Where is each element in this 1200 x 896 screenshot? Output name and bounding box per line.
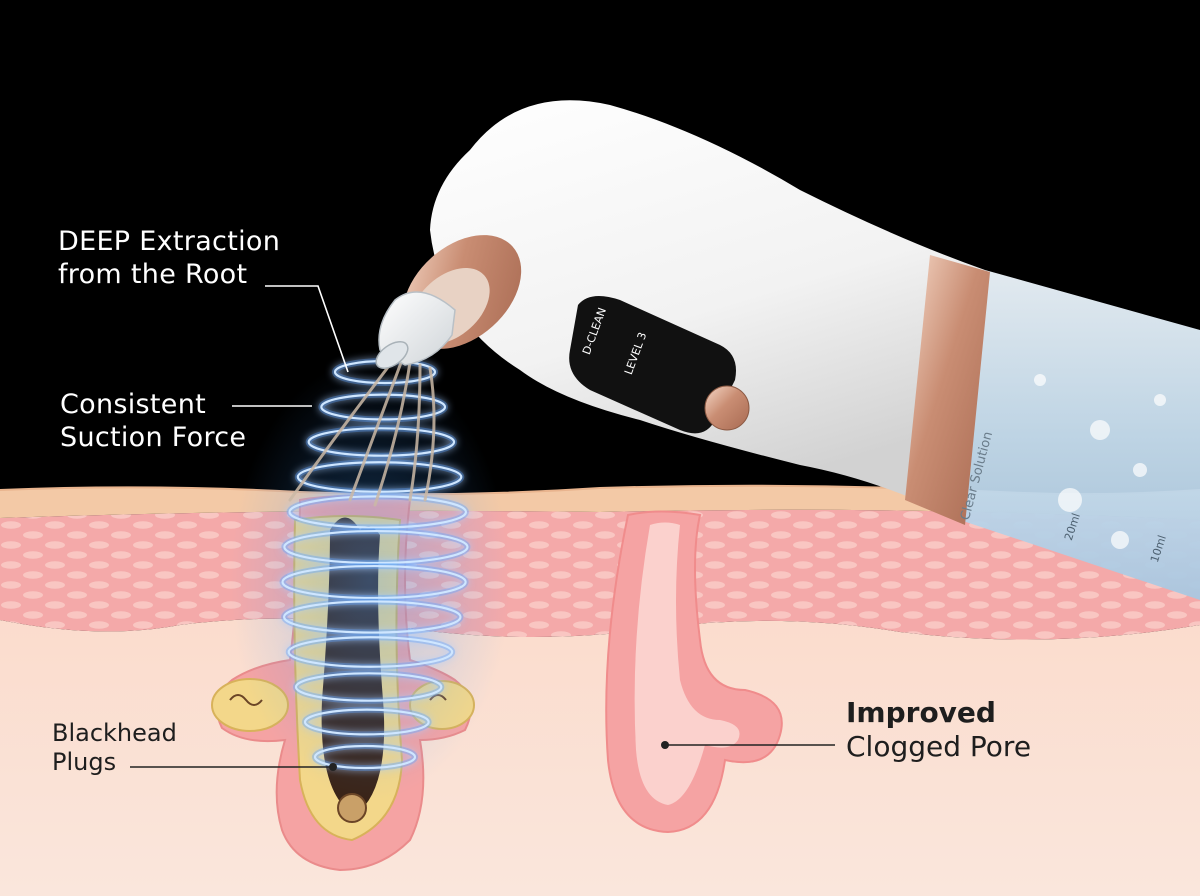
coil-ring bbox=[303, 708, 430, 736]
label-improved-pore: Improved Clogged Pore bbox=[846, 696, 1031, 764]
label-suction-force: Consistent Suction Force bbox=[60, 389, 246, 455]
pore-vacuum-device bbox=[375, 100, 1200, 600]
label-deep-line2: from the Root bbox=[58, 258, 248, 290]
device-body bbox=[430, 100, 985, 520]
label-blackhead-line1: Blackhead bbox=[52, 719, 177, 747]
leader-lines bbox=[130, 285, 835, 771]
coil-ring bbox=[282, 600, 462, 634]
label-suction-line1: Consistent bbox=[60, 389, 207, 420]
label-blackhead-line2: Plugs bbox=[52, 748, 117, 777]
suction-coil bbox=[279, 358, 471, 771]
power-button[interactable] bbox=[704, 385, 750, 431]
coil-ring bbox=[307, 427, 456, 457]
rose-gold-band bbox=[905, 255, 990, 525]
coil-ring bbox=[283, 529, 469, 565]
coil-ring bbox=[281, 564, 467, 600]
extraction-strands bbox=[288, 356, 436, 507]
control-panel bbox=[569, 296, 736, 434]
coil-ring bbox=[320, 393, 447, 421]
label-deep-extraction: DEEP Extraction from the Root bbox=[58, 226, 280, 292]
water-tank bbox=[960, 270, 1200, 600]
label-deep-line1: DEEP Extraction bbox=[58, 226, 281, 257]
label-suction-line2: Suction Force bbox=[60, 421, 247, 453]
coil-ring bbox=[313, 744, 417, 770]
coil-ring bbox=[287, 636, 454, 668]
label-improved-line2: Clogged Pore bbox=[846, 730, 1032, 764]
label-improved-line1: Improved bbox=[846, 696, 996, 729]
coil-ring bbox=[294, 672, 443, 702]
label-blackhead-plugs: Blackhead Plugs bbox=[52, 719, 177, 778]
